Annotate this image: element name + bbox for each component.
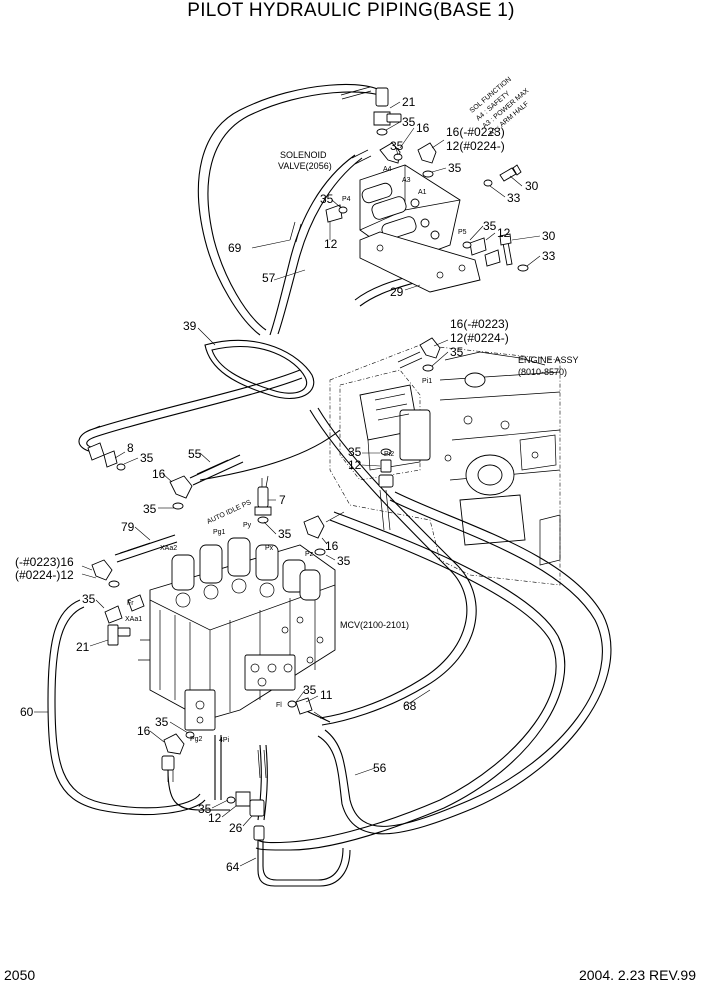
port-pg2: Pg2 [190, 736, 203, 743]
callout-35: 35 [348, 445, 362, 459]
callout-68: 68 [403, 699, 417, 713]
port-xaa2: XAa2 [160, 545, 177, 552]
port-pz: Pz [305, 551, 314, 558]
callout-33: 33 [542, 249, 556, 263]
port-px: Px [265, 545, 274, 552]
callout-30: 30 [542, 229, 556, 243]
callout-16-0223: (-#0223)16 [15, 555, 74, 569]
callout-26: 26 [229, 821, 243, 835]
callout-12-0224: 12(#0224-) [450, 331, 509, 345]
port-xaa1: XAa1 [125, 616, 142, 623]
engine-label-2: (8010-8570) [518, 367, 567, 377]
callout-16: 16 [325, 539, 339, 553]
fittings [87, 87, 501, 841]
callout-79: 79 [121, 520, 135, 534]
callout-35: 35 [390, 139, 404, 153]
callout-35: 35 [483, 219, 497, 233]
leader-lines [34, 101, 541, 867]
callout-55: 55 [188, 447, 202, 461]
revision-date: 2004. 2.23 REV.99 [578, 967, 696, 983]
port-pi2: Pi2 [384, 451, 394, 458]
callout-35: 35 [448, 161, 462, 175]
callout-35: 35 [278, 527, 292, 541]
mcv-block [138, 537, 336, 731]
callout-16: 16 [152, 467, 166, 481]
port-p4: P4 [342, 196, 351, 203]
callout-12: 12 [497, 226, 511, 240]
port-fl: Fl [276, 702, 282, 709]
port-p5: P5 [458, 229, 467, 236]
callout-64: 64 [226, 860, 240, 874]
callout-69: 69 [228, 241, 242, 255]
auto-idle-pressure-switch [254, 475, 272, 524]
callout-57: 57 [262, 271, 276, 285]
solenoid-label-1: SOLENOID [280, 150, 327, 160]
callout-56: 56 [373, 761, 387, 775]
part-callouts: 21 35 16 16(-#0223) 12(#0224-) 35 35 30 … [15, 95, 556, 874]
callout-21: 21 [76, 640, 90, 654]
callout-8: 8 [127, 441, 134, 455]
callout-35: 35 [303, 683, 317, 697]
port-4pi: 4Pi [219, 737, 230, 744]
port-fr: Fr [127, 600, 134, 607]
callout-35: 35 [337, 554, 351, 568]
callout-35: 35 [198, 802, 212, 816]
solenoid-label-2: VALVE(2056) [278, 161, 332, 171]
callout-35: 35 [155, 715, 169, 729]
callout-7: 7 [279, 493, 286, 507]
port-a3: A3 [402, 177, 411, 184]
port-labels: A4 A3 A1 P4 P5 Pi1 Pi2 Pg1 Py Px Pz XAa2… [125, 166, 467, 744]
callout-16: 16 [416, 121, 430, 135]
callout-16-0223: 16(-#0223) [450, 317, 509, 331]
callout-35: 35 [450, 345, 464, 359]
callout-35: 35 [82, 592, 96, 606]
callout-35: 35 [320, 192, 334, 206]
page-title: PILOT HYDRAULIC PIPING(BASE 1) [187, 0, 515, 21]
callout-35: 35 [140, 451, 154, 465]
port-a1: A1 [418, 189, 427, 196]
port-a4: A4 [383, 166, 392, 173]
callout-11: 11 [320, 688, 333, 702]
callout-30: 30 [525, 179, 539, 193]
callout-29: 29 [390, 285, 404, 299]
engine-label-1: ENGINE ASSY [518, 355, 579, 365]
port-py: Py [243, 522, 252, 529]
callout-16: 16 [137, 724, 151, 738]
callout-12: 12 [208, 811, 222, 825]
callout-60: 60 [20, 705, 34, 719]
callout-39: 39 [183, 319, 197, 333]
callout-12: 12 [348, 458, 362, 472]
callout-35: 35 [402, 115, 416, 129]
port-pg1: Pg1 [213, 529, 226, 536]
callout-12: 12 [324, 237, 338, 251]
callout-16-0223: 16(-#0223) [446, 125, 505, 139]
callout-12-0224: (#0224-)12 [15, 568, 74, 582]
engine-assy [329, 344, 561, 586]
callout-35: 35 [143, 502, 157, 516]
bolts-and-washers [483, 164, 529, 272]
port-pi1: Pi1 [422, 378, 432, 385]
mcv-label: MCV(2100-2101) [340, 620, 409, 630]
callout-33: 33 [507, 191, 521, 205]
solenoid-valve [359, 164, 481, 293]
page-number: 2050 [4, 967, 36, 983]
callout-12-0224: 12(#0224-) [446, 139, 505, 153]
callout-21: 21 [402, 95, 416, 109]
